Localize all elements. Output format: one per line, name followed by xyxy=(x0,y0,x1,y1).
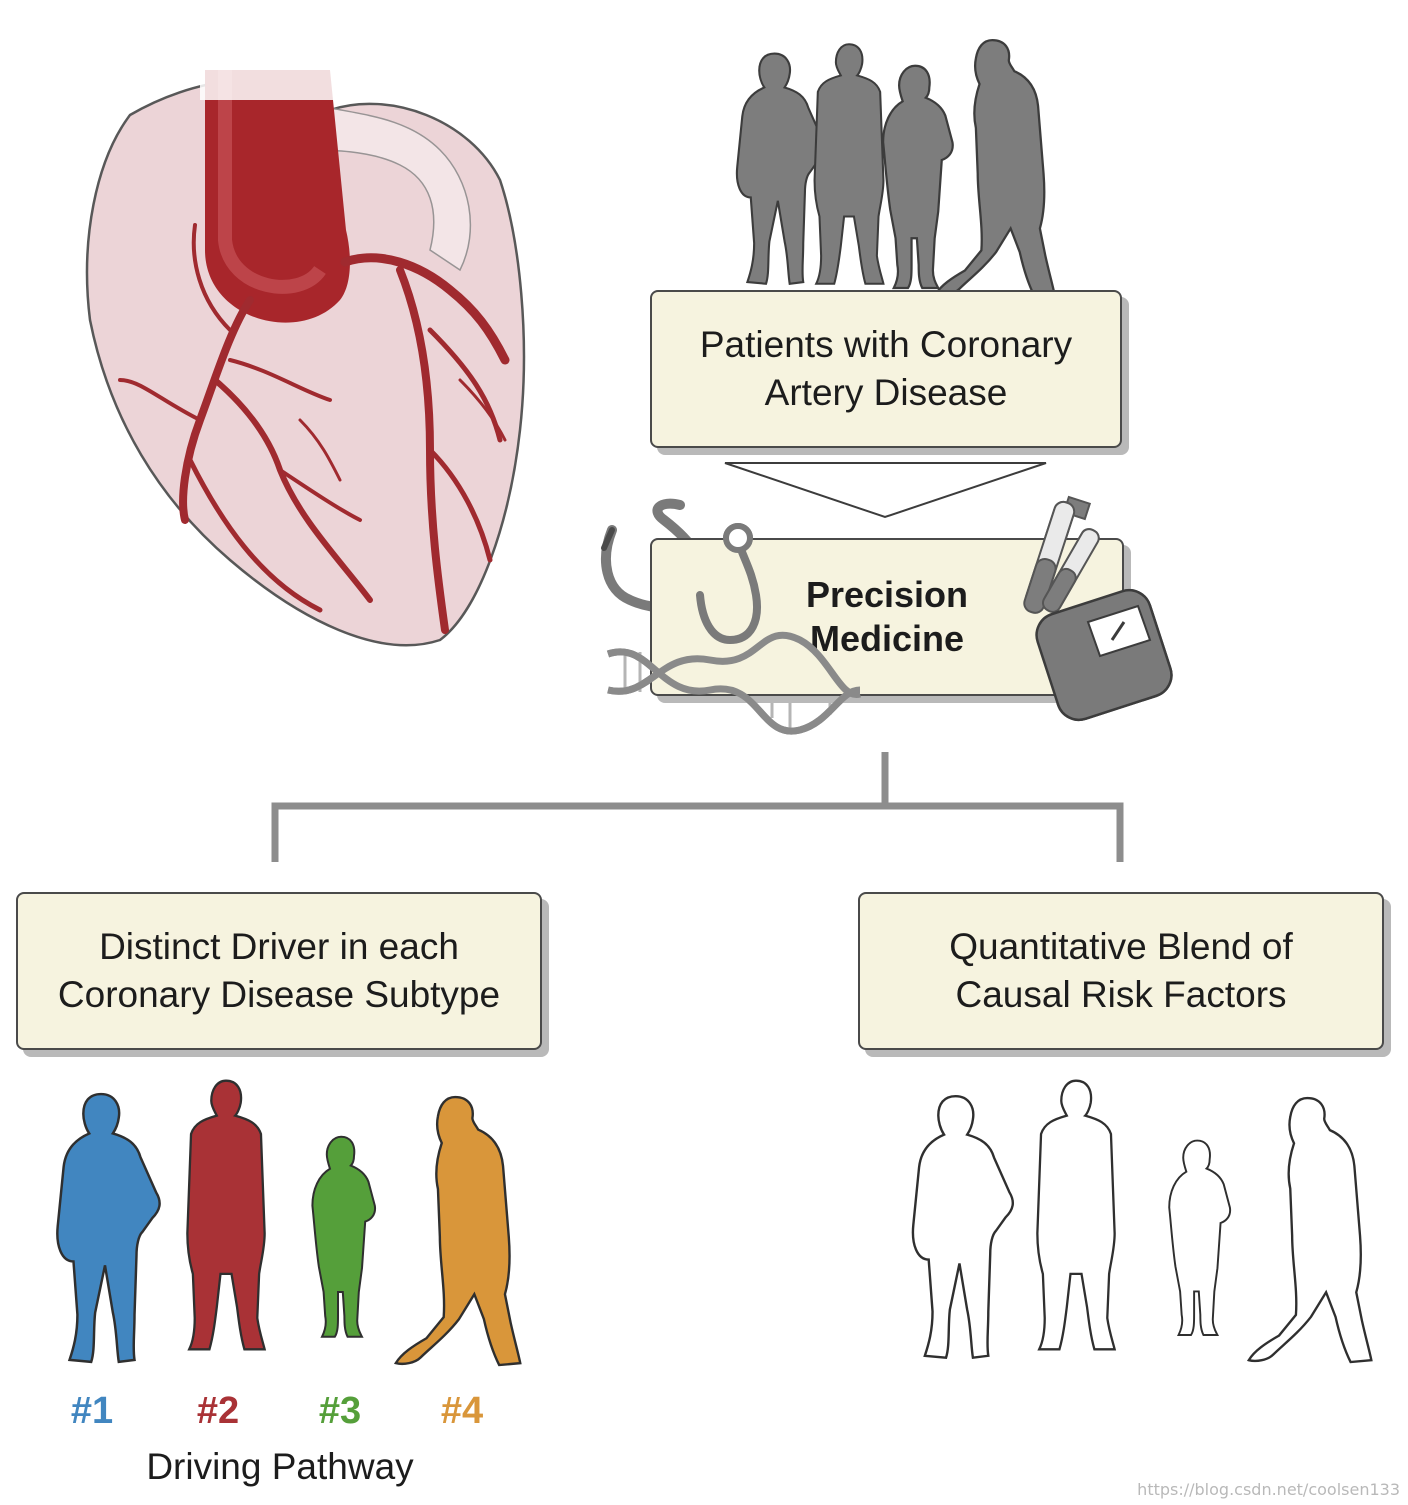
blend-person-1 xyxy=(912,1096,1013,1358)
blended-silhouettes xyxy=(911,1079,1373,1364)
pathway-2-person xyxy=(186,1079,266,1351)
pathway-1-label: #1 xyxy=(70,1390,114,1432)
pathway-1-person xyxy=(56,1092,161,1364)
precision-medicine-box: Precision Medicine xyxy=(650,538,1124,696)
precision-line2: Medicine xyxy=(809,618,965,659)
blend-line1: Quantitative Blend of xyxy=(949,926,1293,967)
distinct-line2: Coronary Disease Subtype xyxy=(57,974,501,1015)
distinct-driver-box: Distinct Driver in each Coronary Disease… xyxy=(16,892,542,1050)
pathway-3-person xyxy=(311,1135,377,1339)
pathway-4-person xyxy=(394,1095,522,1367)
branch-connector xyxy=(271,752,1124,862)
patients-box-line2: Artery Disease xyxy=(764,372,1008,413)
blend-person-3 xyxy=(1169,1140,1231,1335)
heart-illustration xyxy=(85,40,526,647)
subtype-silhouettes xyxy=(56,1079,522,1367)
distinct-line1: Distinct Driver in each xyxy=(99,926,459,967)
patient-silhouettes xyxy=(735,38,1056,298)
precision-line1: Precision xyxy=(805,574,969,615)
watermark: https://blog.csdn.net/coolsen133 xyxy=(1137,1480,1400,1499)
driving-pathway-caption: Driving Pathway xyxy=(146,1446,414,1487)
pathway-3-label: #3 xyxy=(318,1390,362,1432)
quantitative-blend-box: Quantitative Blend of Causal Risk Factor… xyxy=(858,892,1384,1050)
pathway-2-label: #2 xyxy=(196,1390,240,1432)
down-arrow-triangle xyxy=(724,462,1047,519)
blend-line2: Causal Risk Factors xyxy=(955,974,1287,1015)
patients-box-line1: Patients with Coronary xyxy=(699,324,1073,365)
pathway-4-label: #4 xyxy=(440,1390,484,1432)
patients-box: Patients with Coronary Artery Disease xyxy=(650,290,1122,448)
